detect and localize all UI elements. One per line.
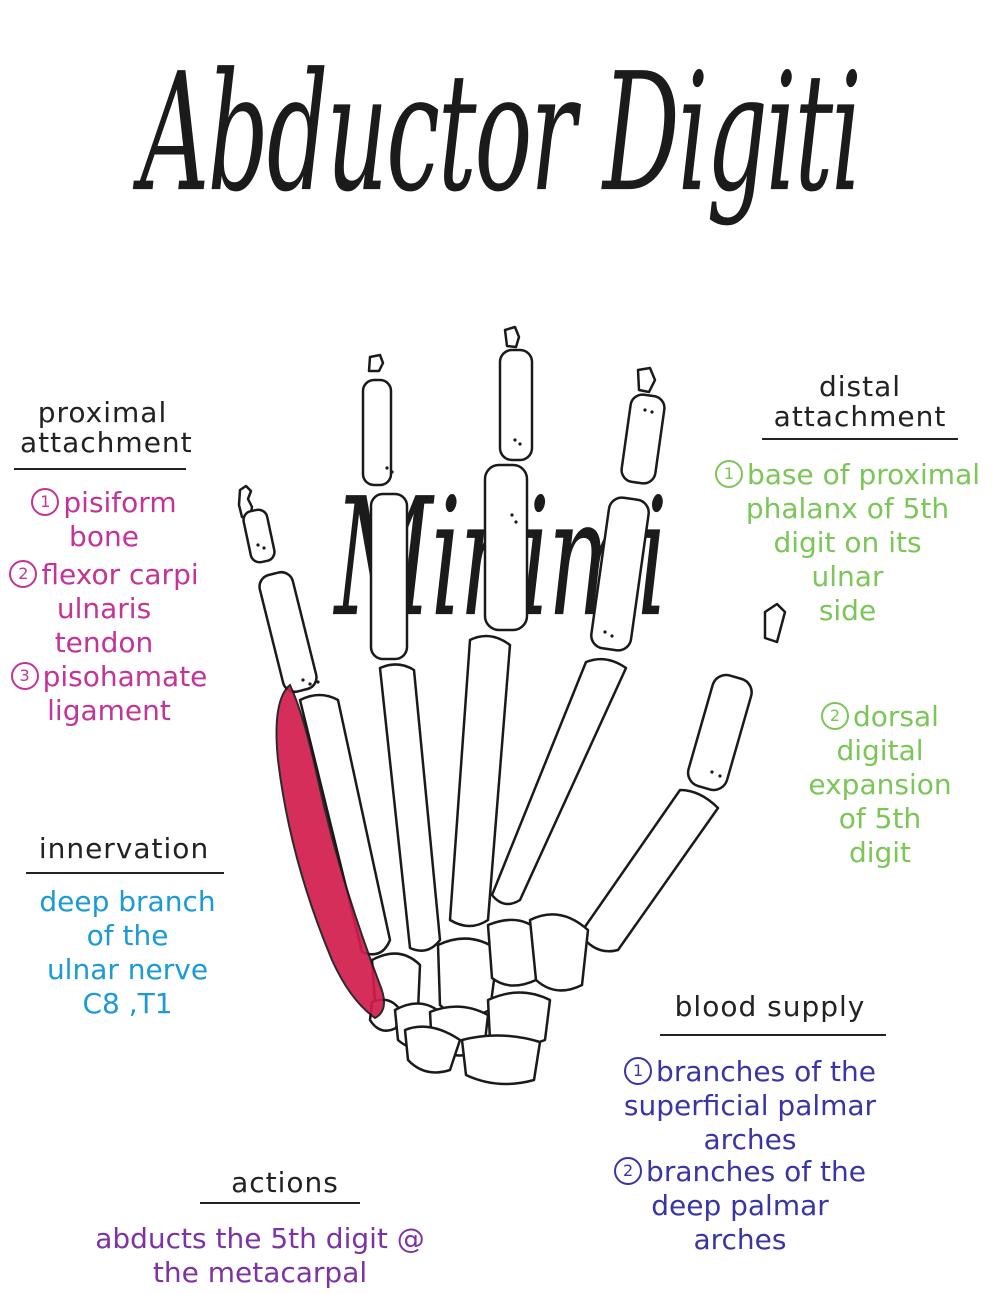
- proximal-phalanx-2: [590, 496, 651, 652]
- distal-phalanx-3: [505, 327, 519, 347]
- number-2-badge: 2: [614, 1157, 642, 1185]
- number-1-badge: 1: [31, 488, 59, 516]
- distal-phalanx-2: [638, 368, 655, 392]
- radius-end: [462, 1035, 540, 1084]
- middle-phalanx-5: [242, 508, 276, 564]
- proximal-phalanx-5: [257, 570, 319, 695]
- distal-phalanx-4: [369, 355, 383, 371]
- proximal-attachment-heading: proximal attachment: [20, 398, 185, 458]
- blood-supply-heading-underline: [660, 1034, 886, 1036]
- actions-text: abducts the 5th digit @ the metacarpal: [40, 1222, 480, 1290]
- proximal-phalanx-3: [485, 465, 527, 630]
- actions-heading: actions: [200, 1168, 370, 1198]
- metacarpal-1: [580, 790, 718, 951]
- innervation-heading: innervation: [24, 834, 224, 864]
- actions-heading-underline: [200, 1202, 360, 1204]
- middle-phalanx-2: [620, 393, 666, 485]
- carpal-trapezium: [530, 914, 588, 990]
- innervation-heading-underline: [26, 872, 224, 874]
- metacarpal-2: [492, 659, 626, 904]
- blood-supply-heading: blood supply: [665, 992, 875, 1022]
- number-3-badge: 3: [11, 662, 39, 690]
- innervation-text: deep branch of the ulnar nerve C8 ,T1: [20, 885, 235, 1021]
- metacarpal-4: [380, 664, 440, 950]
- number-1-badge: 1: [715, 460, 743, 488]
- number-2-badge: 2: [821, 702, 849, 730]
- middle-phalanx-3: [500, 350, 532, 460]
- number-1-badge: 1: [624, 1057, 652, 1085]
- distal-attachment-heading: distal attachment: [760, 372, 960, 432]
- number-2-badge: 2: [9, 560, 37, 588]
- proximal-phalanx-4: [371, 494, 407, 659]
- distal-heading-underline: [762, 438, 958, 440]
- proximal-heading-underline: [14, 468, 186, 470]
